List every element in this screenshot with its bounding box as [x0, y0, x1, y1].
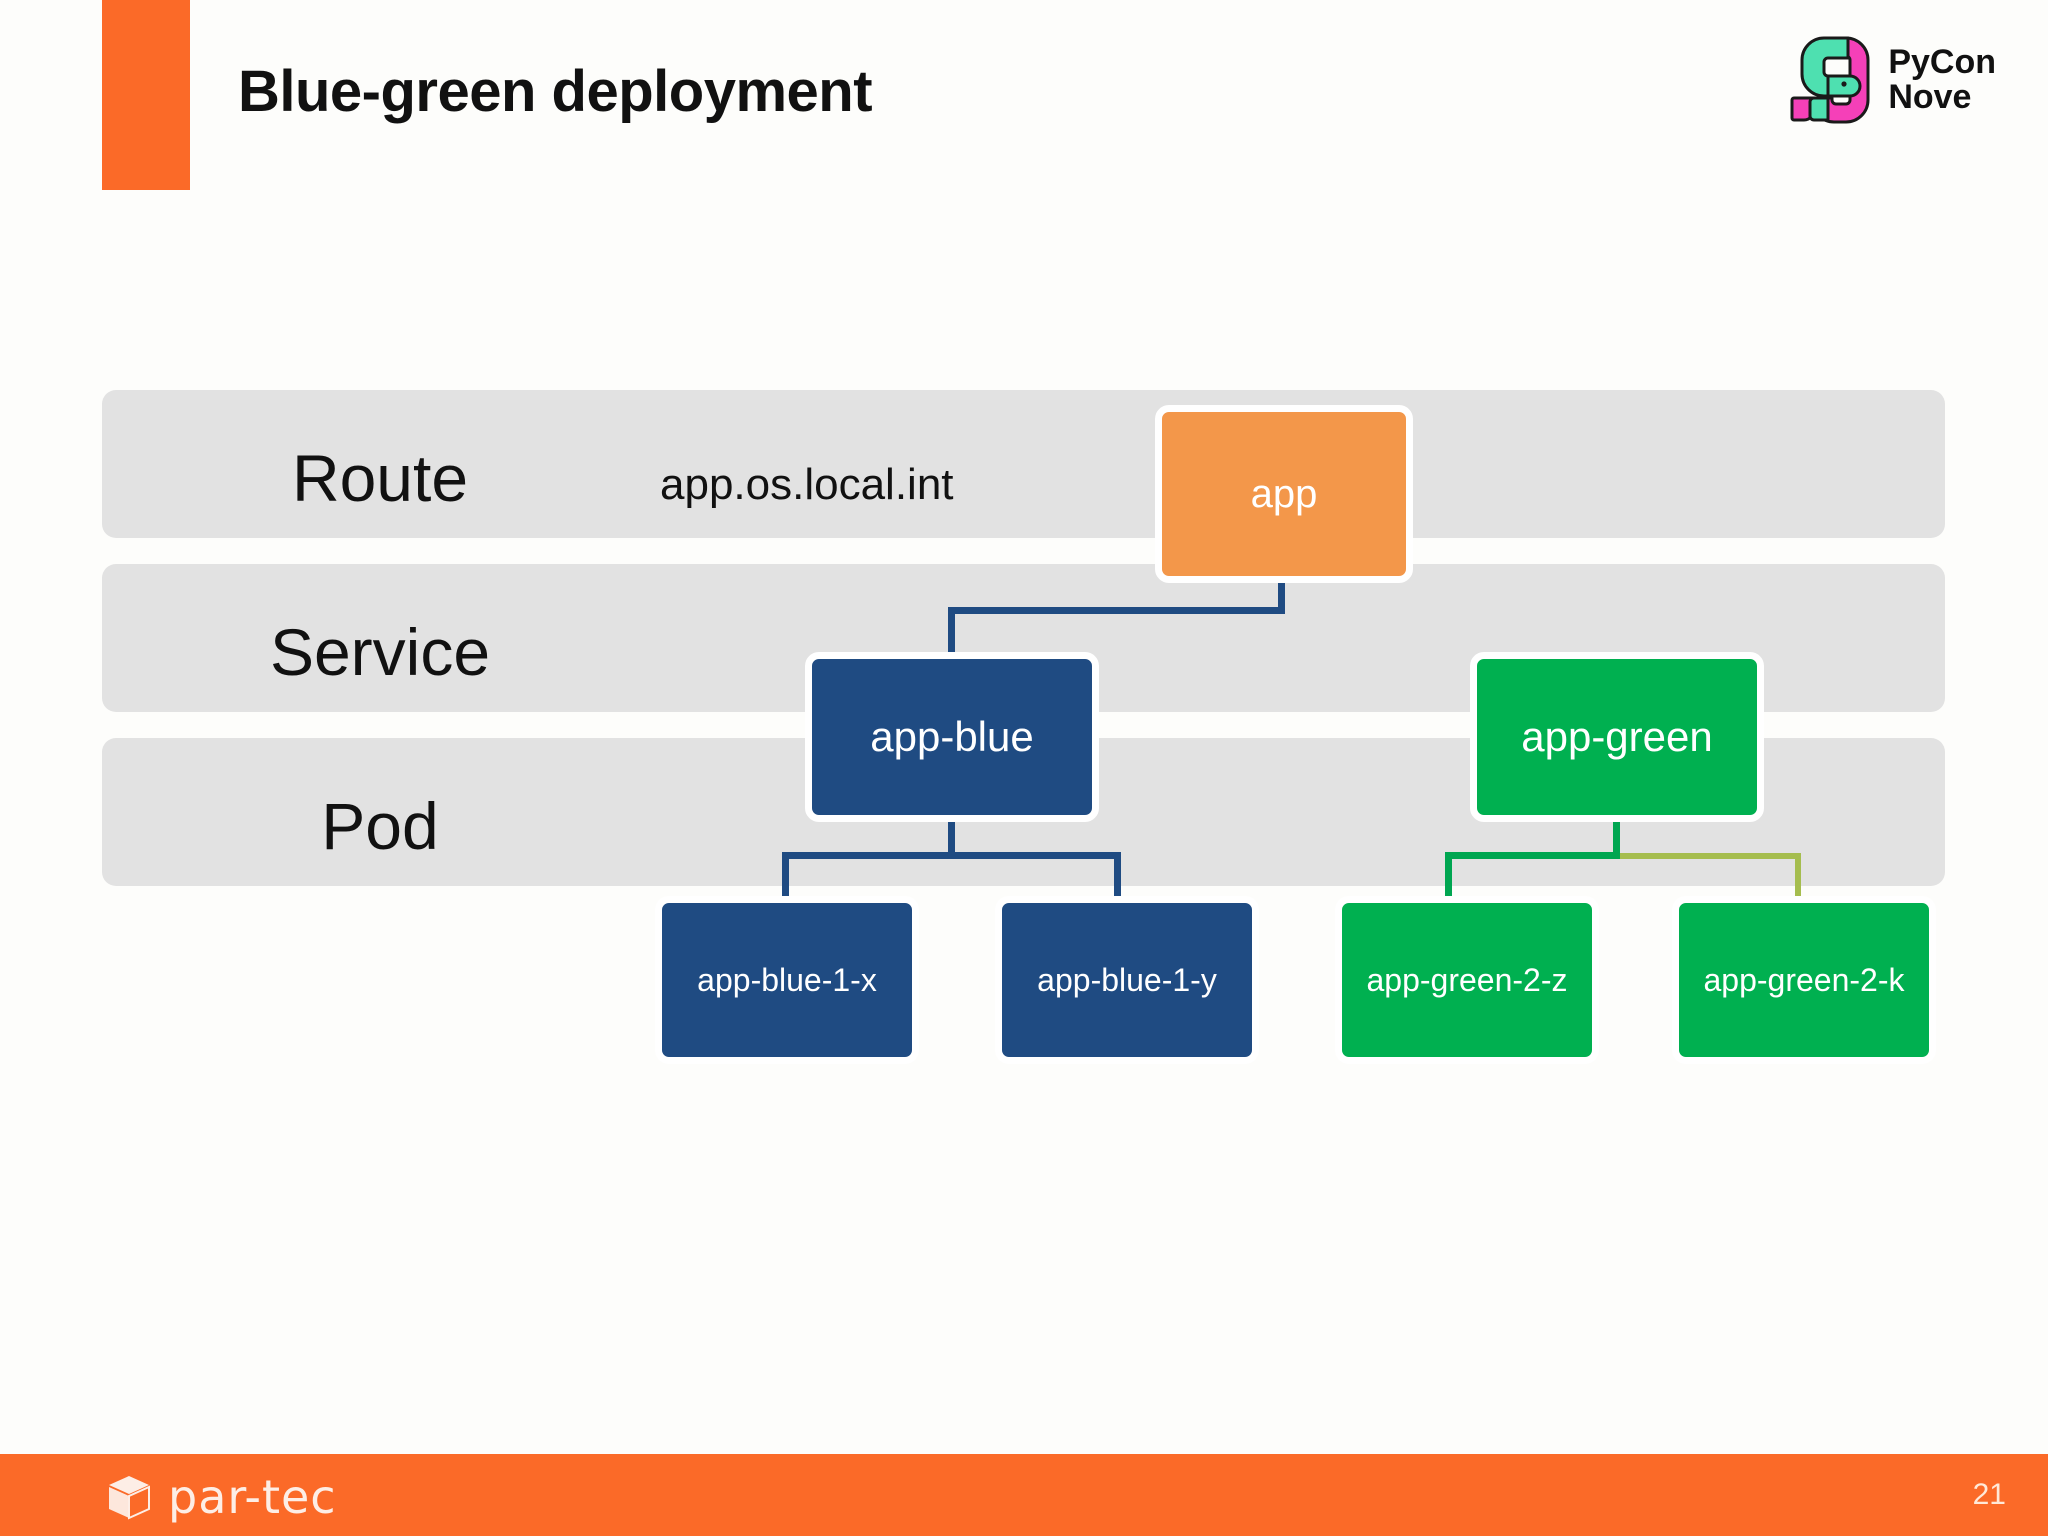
connector-app-to-blue-horizontal	[948, 607, 1285, 614]
connector-app-to-blue-vertical-down	[948, 607, 955, 659]
node-service-app-green[interactable]: app-green	[1470, 652, 1764, 822]
partec-logo: par-tec	[104, 1470, 337, 1524]
page-title: Blue-green deployment	[238, 59, 873, 124]
node-pod-app-blue-1-y[interactable]: app-blue-1-y	[995, 896, 1259, 1064]
node-pod-app-blue-1-x[interactable]: app-blue-1-x	[655, 896, 919, 1064]
connector-blue-trunk	[948, 818, 955, 858]
node-service-app-blue[interactable]: app-blue	[805, 652, 1099, 822]
connector-green-bus	[1445, 852, 1620, 859]
connector-green-trunk	[1613, 818, 1620, 858]
pycon-logo-text: PyCon Nove	[1888, 45, 1996, 114]
pycon-logo-line1: PyCon	[1888, 43, 1996, 82]
connector-green-to-pod-z	[1445, 852, 1452, 900]
cube-icon	[109, 1476, 150, 1520]
connector-blue-to-pod-x	[782, 852, 789, 900]
slide-footer: par-tec 21	[0, 1454, 2048, 1536]
route-hostname-text: app.os.local.int	[660, 460, 954, 509]
row-band-route	[102, 390, 1945, 538]
pycon-nove-logo: PyCon Nove	[1790, 34, 1996, 126]
row-label-route: Route	[291, 441, 469, 515]
node-pod-app-green-2-k[interactable]: app-green-2-k	[1672, 896, 1936, 1064]
pycon-logo-line2: Nove	[1888, 78, 1972, 116]
row-label-pod: Pod	[321, 789, 439, 863]
connector-green-bus-olive	[1613, 853, 1801, 859]
connector-blue-bus	[782, 852, 1121, 859]
node-pod-app-green-2-z[interactable]: app-green-2-z	[1335, 896, 1599, 1064]
node-route-app[interactable]: app	[1155, 405, 1413, 583]
partec-wordmark: par-tec	[168, 1470, 337, 1524]
row-label-service: Service	[269, 615, 491, 689]
pycon-snake-nine-icon	[1790, 36, 1870, 124]
connector-app-to-blue-vertical-top	[1278, 578, 1285, 614]
title-accent-bar	[102, 0, 190, 190]
connector-blue-to-pod-y	[1114, 852, 1121, 900]
page-number: 21	[1972, 1478, 2006, 1511]
connector-green-to-pod-k	[1795, 853, 1801, 900]
